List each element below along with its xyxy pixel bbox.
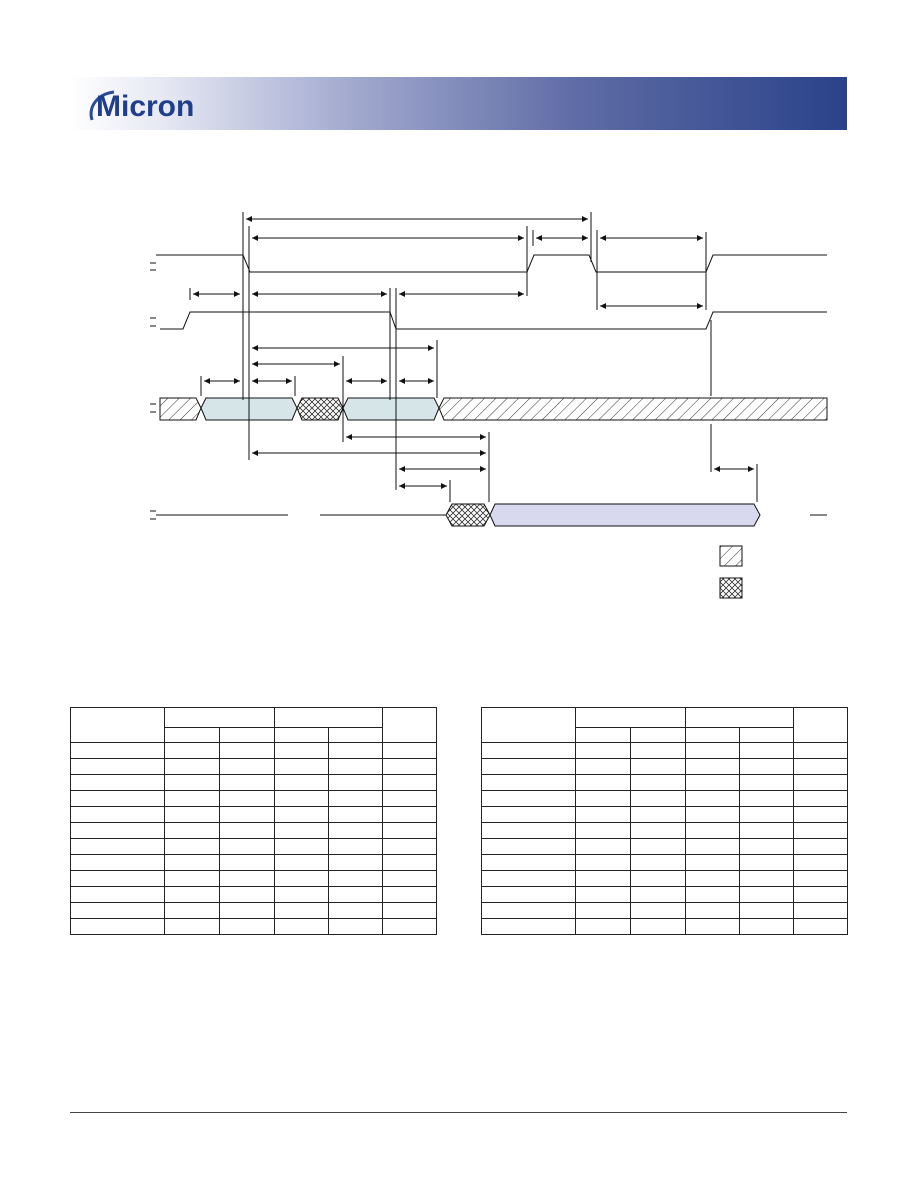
table-row <box>480 742 849 759</box>
table-row <box>69 838 438 855</box>
table-row <box>69 758 438 775</box>
table-row <box>69 806 438 823</box>
output-bus <box>150 503 827 527</box>
table-row <box>480 774 849 791</box>
table-row <box>480 758 849 775</box>
table-row <box>480 790 849 807</box>
table-row <box>480 918 849 935</box>
micron-logo: Micron <box>89 90 194 123</box>
timing-diagram <box>150 212 828 599</box>
table-row <box>69 774 438 791</box>
address-bus <box>150 397 828 421</box>
table-row <box>69 870 438 887</box>
header-band <box>70 77 847 130</box>
table-subheader-row <box>71 727 437 743</box>
legend-hatch-swatch <box>719 545 743 567</box>
table-row <box>480 854 849 871</box>
table-row <box>480 870 849 887</box>
table-row <box>69 902 438 919</box>
legend-crosshatch-swatch <box>719 577 743 599</box>
parameter-table-right <box>480 707 849 935</box>
table-header-row <box>69 707 438 743</box>
table-row <box>480 886 849 903</box>
table-row <box>69 854 438 871</box>
reference-lines <box>189 212 758 502</box>
table-row <box>69 790 438 807</box>
table-row <box>480 902 849 919</box>
table-row <box>69 918 438 935</box>
table-row <box>69 886 438 903</box>
logo-text: Micron <box>96 90 194 123</box>
footer-divider <box>70 1112 847 1113</box>
waveform-signal-1 <box>150 254 827 273</box>
waveform-signal-2 <box>150 311 827 330</box>
table-row <box>69 822 438 839</box>
parameter-table-left <box>69 707 438 935</box>
table-row <box>480 806 849 823</box>
table-header-row <box>480 707 849 743</box>
table-row <box>69 742 438 759</box>
table-row <box>480 838 849 855</box>
timing-arrows <box>193 216 754 489</box>
table-row <box>480 822 849 839</box>
